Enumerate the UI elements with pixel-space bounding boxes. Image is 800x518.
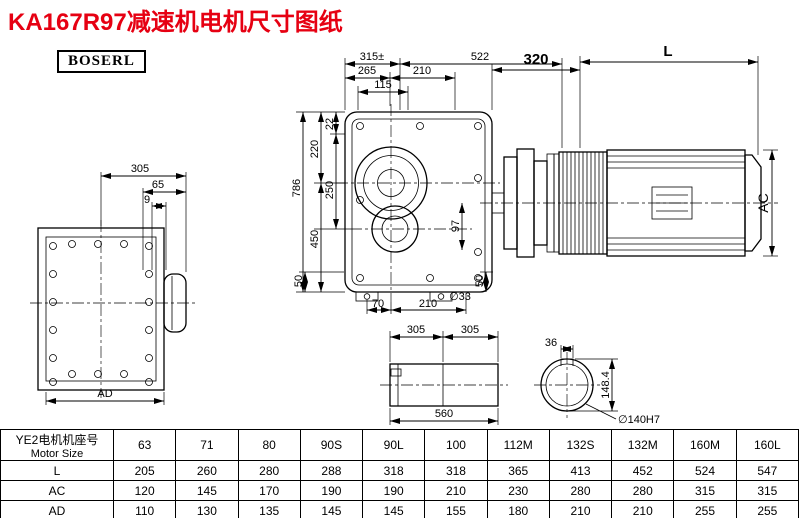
table-cell: 135 bbox=[237, 500, 301, 518]
table-cell: 155 bbox=[424, 500, 488, 518]
dim-115: 115 bbox=[374, 79, 392, 91]
table-cell: 90S bbox=[299, 429, 364, 461]
table-row-AD: AD 110 130 135 145 145 155 180 210 210 2… bbox=[0, 500, 800, 518]
table-cell: 130 bbox=[175, 500, 239, 518]
table-cell: 190 bbox=[362, 480, 426, 501]
table-cell: 210 bbox=[611, 500, 675, 518]
table-cell: 80 bbox=[237, 429, 301, 461]
table-header-row: YE2电机机座号 Motor Size 63 71 80 90S 90L 100… bbox=[0, 429, 800, 461]
table-cell: 132M bbox=[611, 429, 675, 461]
table-cell: 145 bbox=[175, 480, 239, 501]
dim-70: 70 bbox=[372, 298, 384, 310]
motor-view-dims: 320 L AC bbox=[491, 43, 778, 257]
table-cell: 230 bbox=[486, 480, 550, 501]
table-cell: 145 bbox=[299, 500, 364, 518]
table-cell: 110 bbox=[112, 500, 177, 518]
motor-size-header: YE2电机机座号 Motor Size bbox=[0, 429, 114, 461]
table-cell: 315 bbox=[673, 480, 737, 501]
dim-315: 315± bbox=[360, 51, 384, 63]
table-cell: 210 bbox=[548, 500, 613, 518]
table-cell: 120 bbox=[112, 480, 177, 501]
dim-560: 560 bbox=[435, 408, 453, 420]
table-cell: 170 bbox=[237, 480, 301, 501]
table-cell: 315 bbox=[735, 480, 800, 501]
dim-305-a: 305 bbox=[407, 324, 425, 336]
table-cell: 260 bbox=[175, 460, 239, 481]
dim-36: 36 bbox=[545, 337, 557, 349]
bore-view bbox=[534, 352, 600, 418]
dim-220: 220 bbox=[309, 140, 321, 158]
dim-AC: AC bbox=[755, 193, 771, 212]
page-title: KA167R97减速机电机尺寸图纸 bbox=[8, 9, 343, 36]
motor-view bbox=[480, 148, 778, 258]
table-cell: 132S bbox=[548, 429, 613, 461]
dim-320: 320 bbox=[523, 51, 548, 68]
dim-210: 210 bbox=[413, 65, 431, 77]
dim-22: 22 bbox=[324, 118, 336, 130]
table-cell: 145 bbox=[362, 500, 426, 518]
table-cell: 180 bbox=[486, 500, 550, 518]
table-cell: 112M bbox=[486, 429, 550, 461]
front-view-dims: 305 65 9 AD bbox=[45, 163, 187, 405]
table-cell: 318 bbox=[362, 460, 426, 481]
side-view bbox=[336, 104, 500, 302]
table-cell: 63 bbox=[112, 429, 177, 461]
dim-65: 65 bbox=[152, 179, 164, 191]
dim-97: 97 bbox=[450, 220, 462, 232]
table-row-AC: AC 120 145 170 190 190 210 230 280 280 3… bbox=[0, 480, 800, 501]
dim-786: 786 bbox=[291, 179, 303, 197]
table-cell: 413 bbox=[548, 460, 613, 481]
dim-305-front: 305 bbox=[131, 163, 149, 175]
brand-logo: BOSERL bbox=[57, 50, 146, 73]
table-cell: 255 bbox=[673, 500, 737, 518]
dim-250: 250 bbox=[324, 181, 336, 199]
bore-view-dims: 36 148.4 ∅140H7 bbox=[545, 337, 660, 426]
side-view-dims: 315± 522 265 210 115 22 250 220 450 786 … bbox=[291, 51, 563, 314]
shaft-view bbox=[380, 363, 508, 407]
dim-50-left: 50 bbox=[293, 275, 305, 287]
table-cell: 280 bbox=[548, 480, 613, 501]
row-label: AC bbox=[0, 480, 114, 501]
motor-size-table-wrap: YE2电机机座号 Motor Size 63 71 80 90S 90L 100… bbox=[0, 429, 800, 518]
table-cell: 100 bbox=[424, 429, 488, 461]
table-cell: 190 bbox=[299, 480, 364, 501]
dim-148-4: 148.4 bbox=[600, 371, 612, 399]
table-cell: 255 bbox=[735, 500, 800, 518]
dim-d33: ∅33 bbox=[449, 291, 471, 303]
dim-ad: AD bbox=[97, 388, 112, 400]
table-cell: 205 bbox=[112, 460, 177, 481]
dim-d140h7: ∅140H7 bbox=[618, 414, 660, 426]
dim-L: L bbox=[663, 43, 672, 60]
shaft-view-dims: 305 305 560 bbox=[389, 324, 499, 425]
table-cell: 210 bbox=[424, 480, 488, 501]
row-label: AD bbox=[0, 500, 114, 518]
dim-50-right: 50 bbox=[474, 275, 486, 287]
dim-305-b: 305 bbox=[461, 324, 479, 336]
table-cell: 160M bbox=[673, 429, 737, 461]
table-row-L: L 205 260 280 288 318 318 365 413 452 52… bbox=[0, 460, 800, 481]
table-cell: 365 bbox=[486, 460, 550, 481]
motor-size-table: YE2电机机座号 Motor Size 63 71 80 90S 90L 100… bbox=[0, 429, 800, 518]
dim-522: 522 bbox=[471, 51, 489, 63]
table-cell: 71 bbox=[175, 429, 239, 461]
table-cell: 288 bbox=[299, 460, 364, 481]
table-cell: 452 bbox=[611, 460, 675, 481]
table-cell: 280 bbox=[237, 460, 301, 481]
dim-210-bottom: 210 bbox=[419, 298, 437, 310]
front-view bbox=[30, 220, 196, 398]
table-cell: 160L bbox=[735, 429, 800, 461]
technical-drawing: 305 65 9 AD bbox=[30, 43, 778, 426]
table-cell: 318 bbox=[424, 460, 488, 481]
dim-450: 450 bbox=[309, 230, 321, 248]
table-cell: 280 bbox=[611, 480, 675, 501]
motor-size-header-cn: YE2电机机座号 bbox=[15, 432, 99, 447]
brand-text: BOSERL bbox=[68, 53, 135, 69]
table-cell: 547 bbox=[735, 460, 800, 481]
dim-9: 9 bbox=[144, 194, 150, 206]
table-cell: 90L bbox=[362, 429, 426, 461]
dim-265: 265 bbox=[358, 65, 376, 77]
motor-size-header-en: Motor Size bbox=[30, 447, 84, 460]
table-cell: 524 bbox=[673, 460, 737, 481]
row-label: L bbox=[0, 460, 114, 481]
